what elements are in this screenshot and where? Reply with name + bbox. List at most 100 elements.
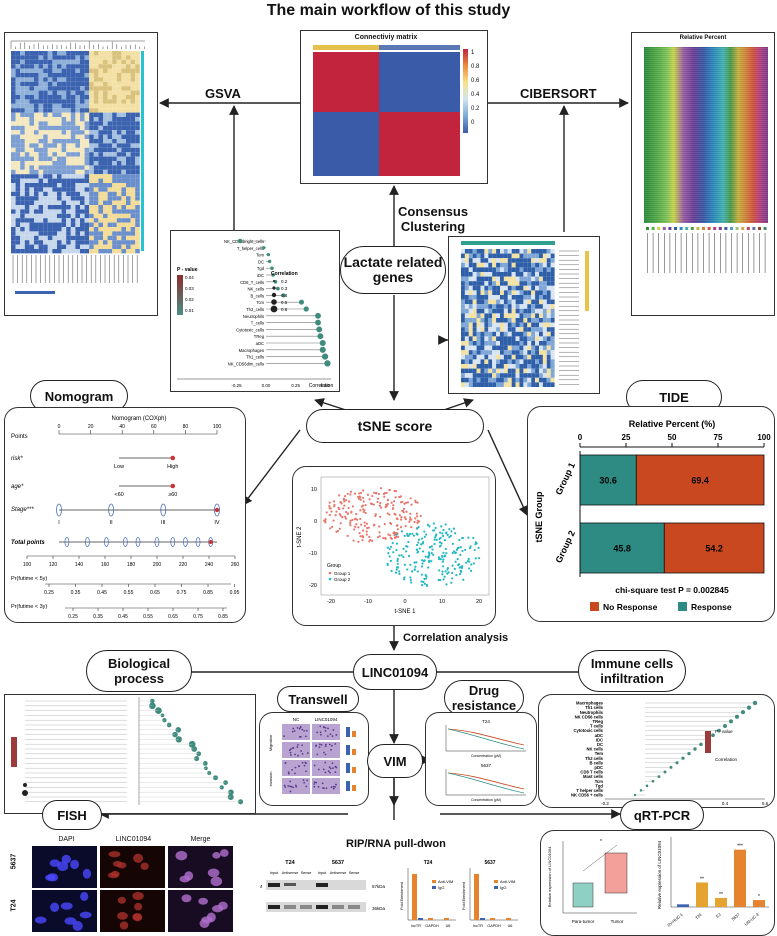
heatmap-cell [103,218,108,223]
heatmap-cell [103,200,108,205]
heatmap-cell [121,90,126,95]
heatmap-cell [484,262,489,268]
heatmap-cell [103,161,108,166]
heatmap-cell [116,117,122,122]
heatmap-cell [24,209,30,214]
category-label: Group 1 [553,461,577,497]
heatmap-cell [130,165,136,170]
heatmap-cell [52,134,57,139]
scatter-point [345,499,348,502]
heatmap-cell [84,134,90,139]
heatmap-cell [535,249,539,254]
heatmap-cell [80,222,85,227]
legend-dot [328,577,332,581]
heatmap-cell [11,161,16,166]
x-tick-label: 10 [439,599,445,605]
heatmap-cell [52,125,57,131]
heatmap-cell [43,68,48,73]
heatmap-cell [103,183,108,188]
heatmap-cell [75,174,80,179]
heatmap-cell [103,121,108,126]
heatmap-cell [43,213,48,219]
heatmap-cell [15,130,21,135]
tick-label: 0.35 [93,614,103,620]
heatmap-cell [492,345,497,351]
heatmap-cell [488,322,493,328]
heatmap-cell [89,139,94,144]
color-key [585,251,589,311]
cell-stain [283,784,286,787]
heatmap-cell [70,235,76,241]
cell-stain [284,762,287,765]
heatmap-cell [107,227,113,232]
cell-stain [290,785,293,788]
heatmap-cell [107,108,113,113]
heatmap-cell [135,77,140,82]
heatmap-cell [130,64,136,69]
heatmap-cell [89,161,94,166]
heatmap-cell [476,308,481,314]
heatmap-cell [29,117,34,122]
cell-stain [318,743,321,746]
scatter-point [379,515,382,518]
heatmap-cell [75,165,80,170]
heatmap-cell [130,99,136,104]
scatter-point [379,487,382,490]
heatmap-cell [15,55,21,60]
heatmap-cell [43,139,48,144]
bio-chart [11,697,244,805]
heatmap-cell [66,134,71,139]
heatmap-cell [89,174,94,179]
cell-label: DC [597,742,603,747]
heatmap-cell [126,55,131,60]
scatter-point [394,571,398,574]
heatmap-cell [135,174,140,179]
scatter-point [451,551,454,555]
heatmap-cell [15,178,21,183]
legend-title: Correlation [271,271,298,277]
heatmap-cell [93,231,99,236]
heatmap-cell [484,373,489,378]
scatter-point [454,551,457,554]
heatmap-cell [130,205,136,210]
heatmap-cell [70,134,76,139]
heatmap-cell [52,200,57,205]
scatter-point [416,501,419,504]
heatmap-cell [135,161,140,166]
heatmap-cell [546,313,551,318]
heatmap-cell [24,235,30,241]
scatter-point [360,523,363,526]
total-violin [154,537,160,547]
row-label: Total points [11,540,45,546]
fish-node: FISH [42,800,102,830]
heatmap-cell [472,262,477,268]
x-tick-label: -10 [364,599,372,605]
heatmap-cell [80,90,85,95]
heatmap-cell [20,139,25,144]
scatter-point [417,520,421,523]
scatter-point [389,534,392,537]
cell-stain [328,766,331,769]
scatter-point [410,570,414,573]
cell-stain [301,752,304,755]
heatmap-cell [515,359,520,364]
heatmap-cell [542,249,547,254]
heatmap-cell [511,318,516,323]
heatmap-cell [107,187,113,192]
heatmap-cell [15,73,21,78]
heatmap-cell [488,276,493,282]
scatter-point [469,545,472,548]
cell-label: Cytotoxic cells [573,728,603,733]
heatmap-cell [24,51,30,56]
heatmap-cell [11,51,16,56]
heatmap-cell [75,209,80,214]
heatmap-cell [488,295,493,300]
heatmap-cell [43,165,48,170]
heatmap-cell [496,336,500,341]
heatmap-cell [93,213,99,219]
bar-value-label: 54.2 [705,544,723,554]
heatmap-cell [464,304,469,309]
heatmap-cell [84,147,90,153]
heatmap-cell [57,117,62,122]
